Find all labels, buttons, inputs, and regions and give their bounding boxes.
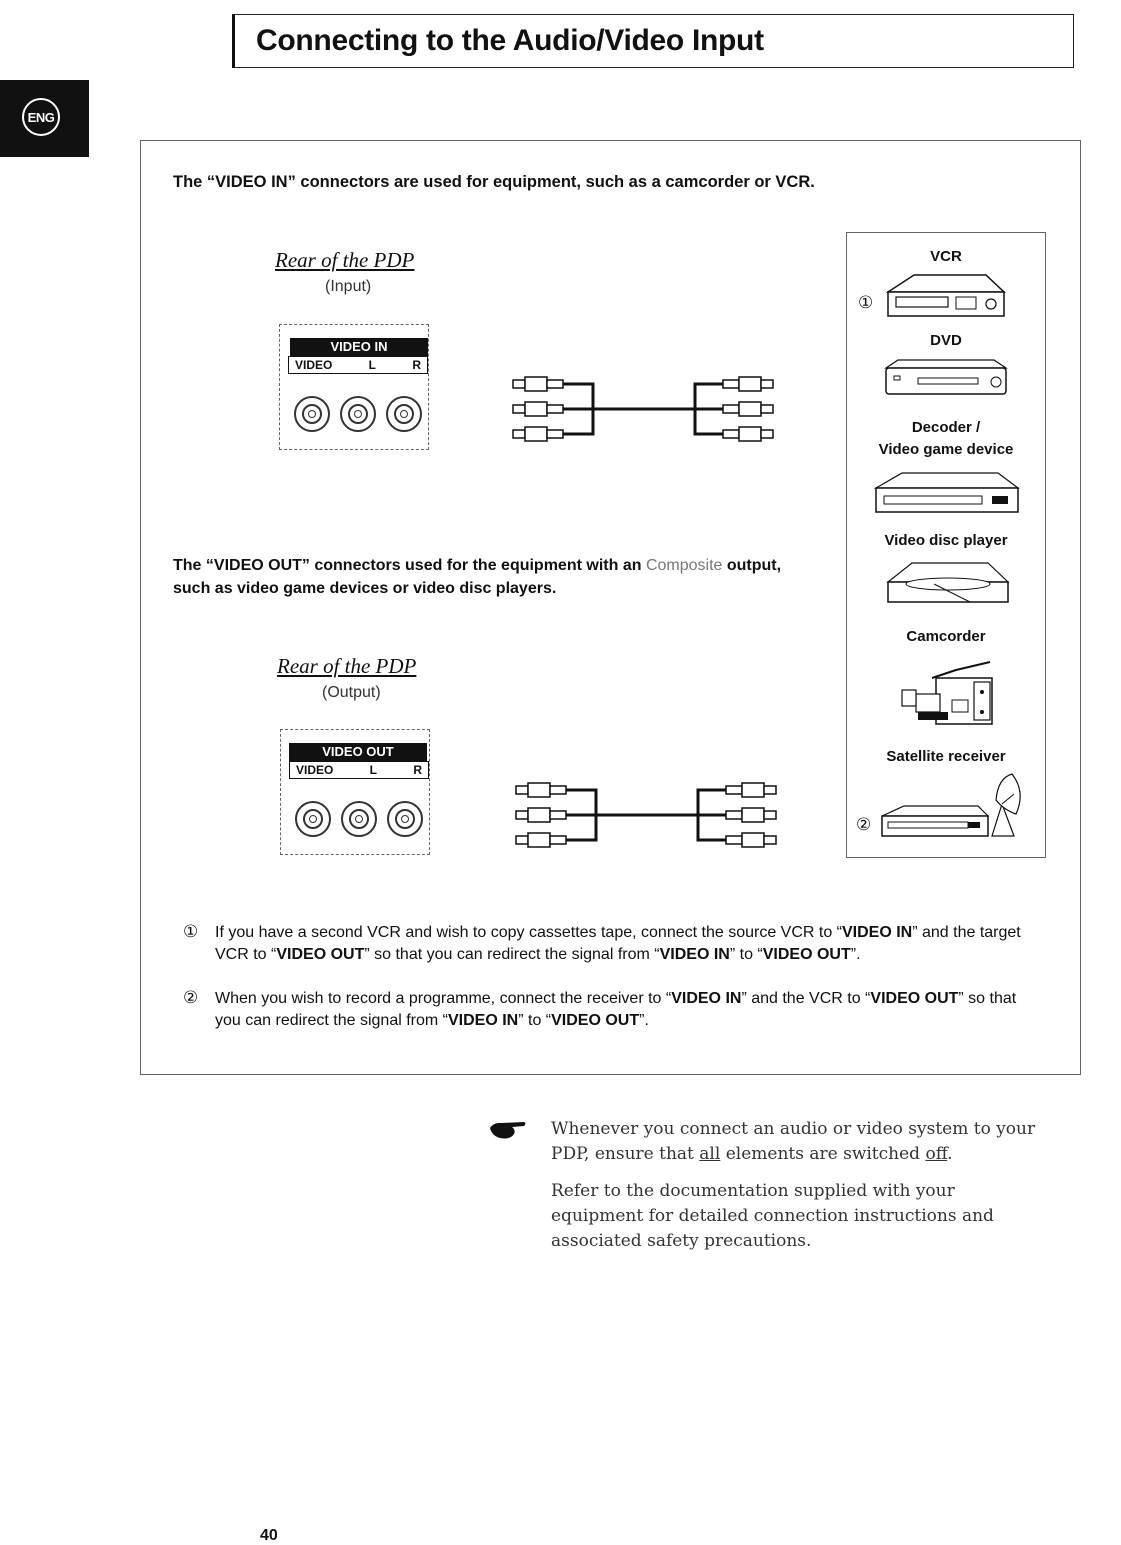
audio-right-jack-in bbox=[386, 396, 422, 432]
pointing-hand-icon bbox=[490, 1122, 526, 1139]
camcorder-icon bbox=[901, 661, 993, 725]
video-out-labels: VIDEO L R bbox=[289, 761, 429, 779]
video-in-labels: VIDEO L R bbox=[288, 356, 428, 374]
note-2-bold: VIDEO IN bbox=[671, 990, 742, 1007]
audio-left-jack-in bbox=[340, 396, 376, 432]
video-out-intro: The “VIDEO OUT” connectors used for the … bbox=[173, 554, 813, 600]
documentation-note: Refer to the documentation supplied with… bbox=[551, 1181, 994, 1251]
marker-1: ① bbox=[858, 293, 874, 312]
note-1-bold: VIDEO OUT bbox=[276, 946, 365, 963]
main-content-box bbox=[140, 140, 1081, 1075]
note-1-text: ”. bbox=[850, 946, 861, 963]
note-2-text: ” to “ bbox=[518, 1012, 552, 1029]
safety-note-all: all bbox=[699, 1144, 721, 1164]
camcorder-label: Camcorder bbox=[906, 628, 986, 645]
marker-2: ② bbox=[856, 815, 872, 834]
note-1-number: ① bbox=[183, 922, 199, 941]
safety-note-text: elements are switched bbox=[720, 1144, 926, 1164]
input-panel-heading: Rear of the PDP bbox=[275, 248, 415, 272]
note-1-text: ” to “ bbox=[729, 946, 763, 963]
label-left: L bbox=[368, 358, 376, 372]
video-out-bar: VIDEO OUT bbox=[289, 743, 427, 761]
safety-note-text: . bbox=[947, 1144, 953, 1164]
video-out-text-1: The “VIDEO OUT” connectors used for the … bbox=[173, 557, 646, 574]
decoder-label-1: Decoder / bbox=[911, 419, 981, 436]
input-panel-sub: (Input) bbox=[325, 278, 372, 295]
device-list-box bbox=[846, 232, 1046, 858]
note-1: If you have a second VCR and wish to cop… bbox=[215, 922, 1035, 966]
language-badge: ENG bbox=[22, 98, 60, 136]
video-jack-out bbox=[295, 801, 331, 837]
note-2-text: ” so that you can redirect the signal fr… bbox=[215, 990, 1017, 1029]
audio-right-jack-out bbox=[387, 801, 423, 837]
note-2-bold: VIDEO OUT bbox=[870, 990, 959, 1007]
output-rca-cable-icon bbox=[515, 782, 777, 848]
page-number: 40 bbox=[260, 1527, 278, 1544]
label-video: VIDEO bbox=[296, 763, 334, 777]
decoder-icon bbox=[873, 472, 1020, 513]
satellite-receiver-icon bbox=[881, 773, 1021, 837]
note-2-number: ② bbox=[183, 988, 199, 1007]
composite-term: Composite bbox=[645, 557, 723, 574]
video-disc-label: Video disc player bbox=[884, 532, 1008, 549]
video-jack-in bbox=[294, 396, 330, 432]
video-disc-player-icon bbox=[886, 562, 1010, 603]
vcr-label: VCR bbox=[930, 248, 962, 265]
label-left: L bbox=[369, 763, 377, 777]
safety-note-off: off bbox=[925, 1144, 948, 1164]
output-panel-sub: (Output) bbox=[322, 684, 381, 701]
note-1-text: ” so that you can redirect the signal fr… bbox=[364, 946, 660, 963]
video-out-text-2: output, such as video game devices or vi… bbox=[173, 557, 782, 597]
safety-note-text: Whenever you connect an audio or video s… bbox=[551, 1119, 1036, 1164]
note-1-bold: VIDEO IN bbox=[659, 946, 730, 963]
page-title: Connecting to the Audio/Video Input bbox=[256, 24, 764, 57]
decoder-label-2: Video game device bbox=[878, 441, 1014, 458]
input-rca-cable-icon bbox=[512, 376, 774, 442]
video-in-intro: The “VIDEO IN” connectors are used for e… bbox=[173, 173, 815, 191]
label-video: VIDEO bbox=[295, 358, 333, 372]
note-1-bold: VIDEO IN bbox=[842, 924, 913, 941]
video-in-bar: VIDEO IN bbox=[290, 338, 428, 356]
vcr-icon bbox=[886, 274, 1006, 317]
satellite-label: Satellite receiver bbox=[886, 748, 1006, 765]
safety-note: Whenever you connect an audio or video s… bbox=[551, 1117, 1051, 1167]
note-2-text: ”. bbox=[639, 1012, 649, 1029]
note-2-text: When you wish to record a programme, con… bbox=[215, 990, 672, 1007]
note-1-bold: VIDEO OUT bbox=[762, 946, 851, 963]
video-in-panel: VIDEO IN VIDEO L R bbox=[279, 324, 429, 450]
output-panel-heading: Rear of the PDP bbox=[277, 654, 417, 678]
label-right: R bbox=[413, 763, 422, 777]
dvd-icon bbox=[884, 359, 1008, 395]
audio-left-jack-out bbox=[341, 801, 377, 837]
note-1-text: If you have a second VCR and wish to cop… bbox=[215, 924, 842, 941]
label-right: R bbox=[412, 358, 421, 372]
note-2-bold: VIDEO IN bbox=[448, 1012, 519, 1029]
dvd-label: DVD bbox=[930, 332, 962, 349]
note-2-bold: VIDEO OUT bbox=[551, 1012, 640, 1029]
title-box bbox=[232, 14, 1074, 68]
note-1-text: ” and the target VCR to “ bbox=[215, 924, 1021, 963]
note-2: When you wish to record a programme, con… bbox=[215, 988, 1035, 1032]
note-2-text: ” and the VCR to “ bbox=[741, 990, 871, 1007]
video-out-panel: VIDEO OUT VIDEO L R bbox=[280, 729, 430, 855]
